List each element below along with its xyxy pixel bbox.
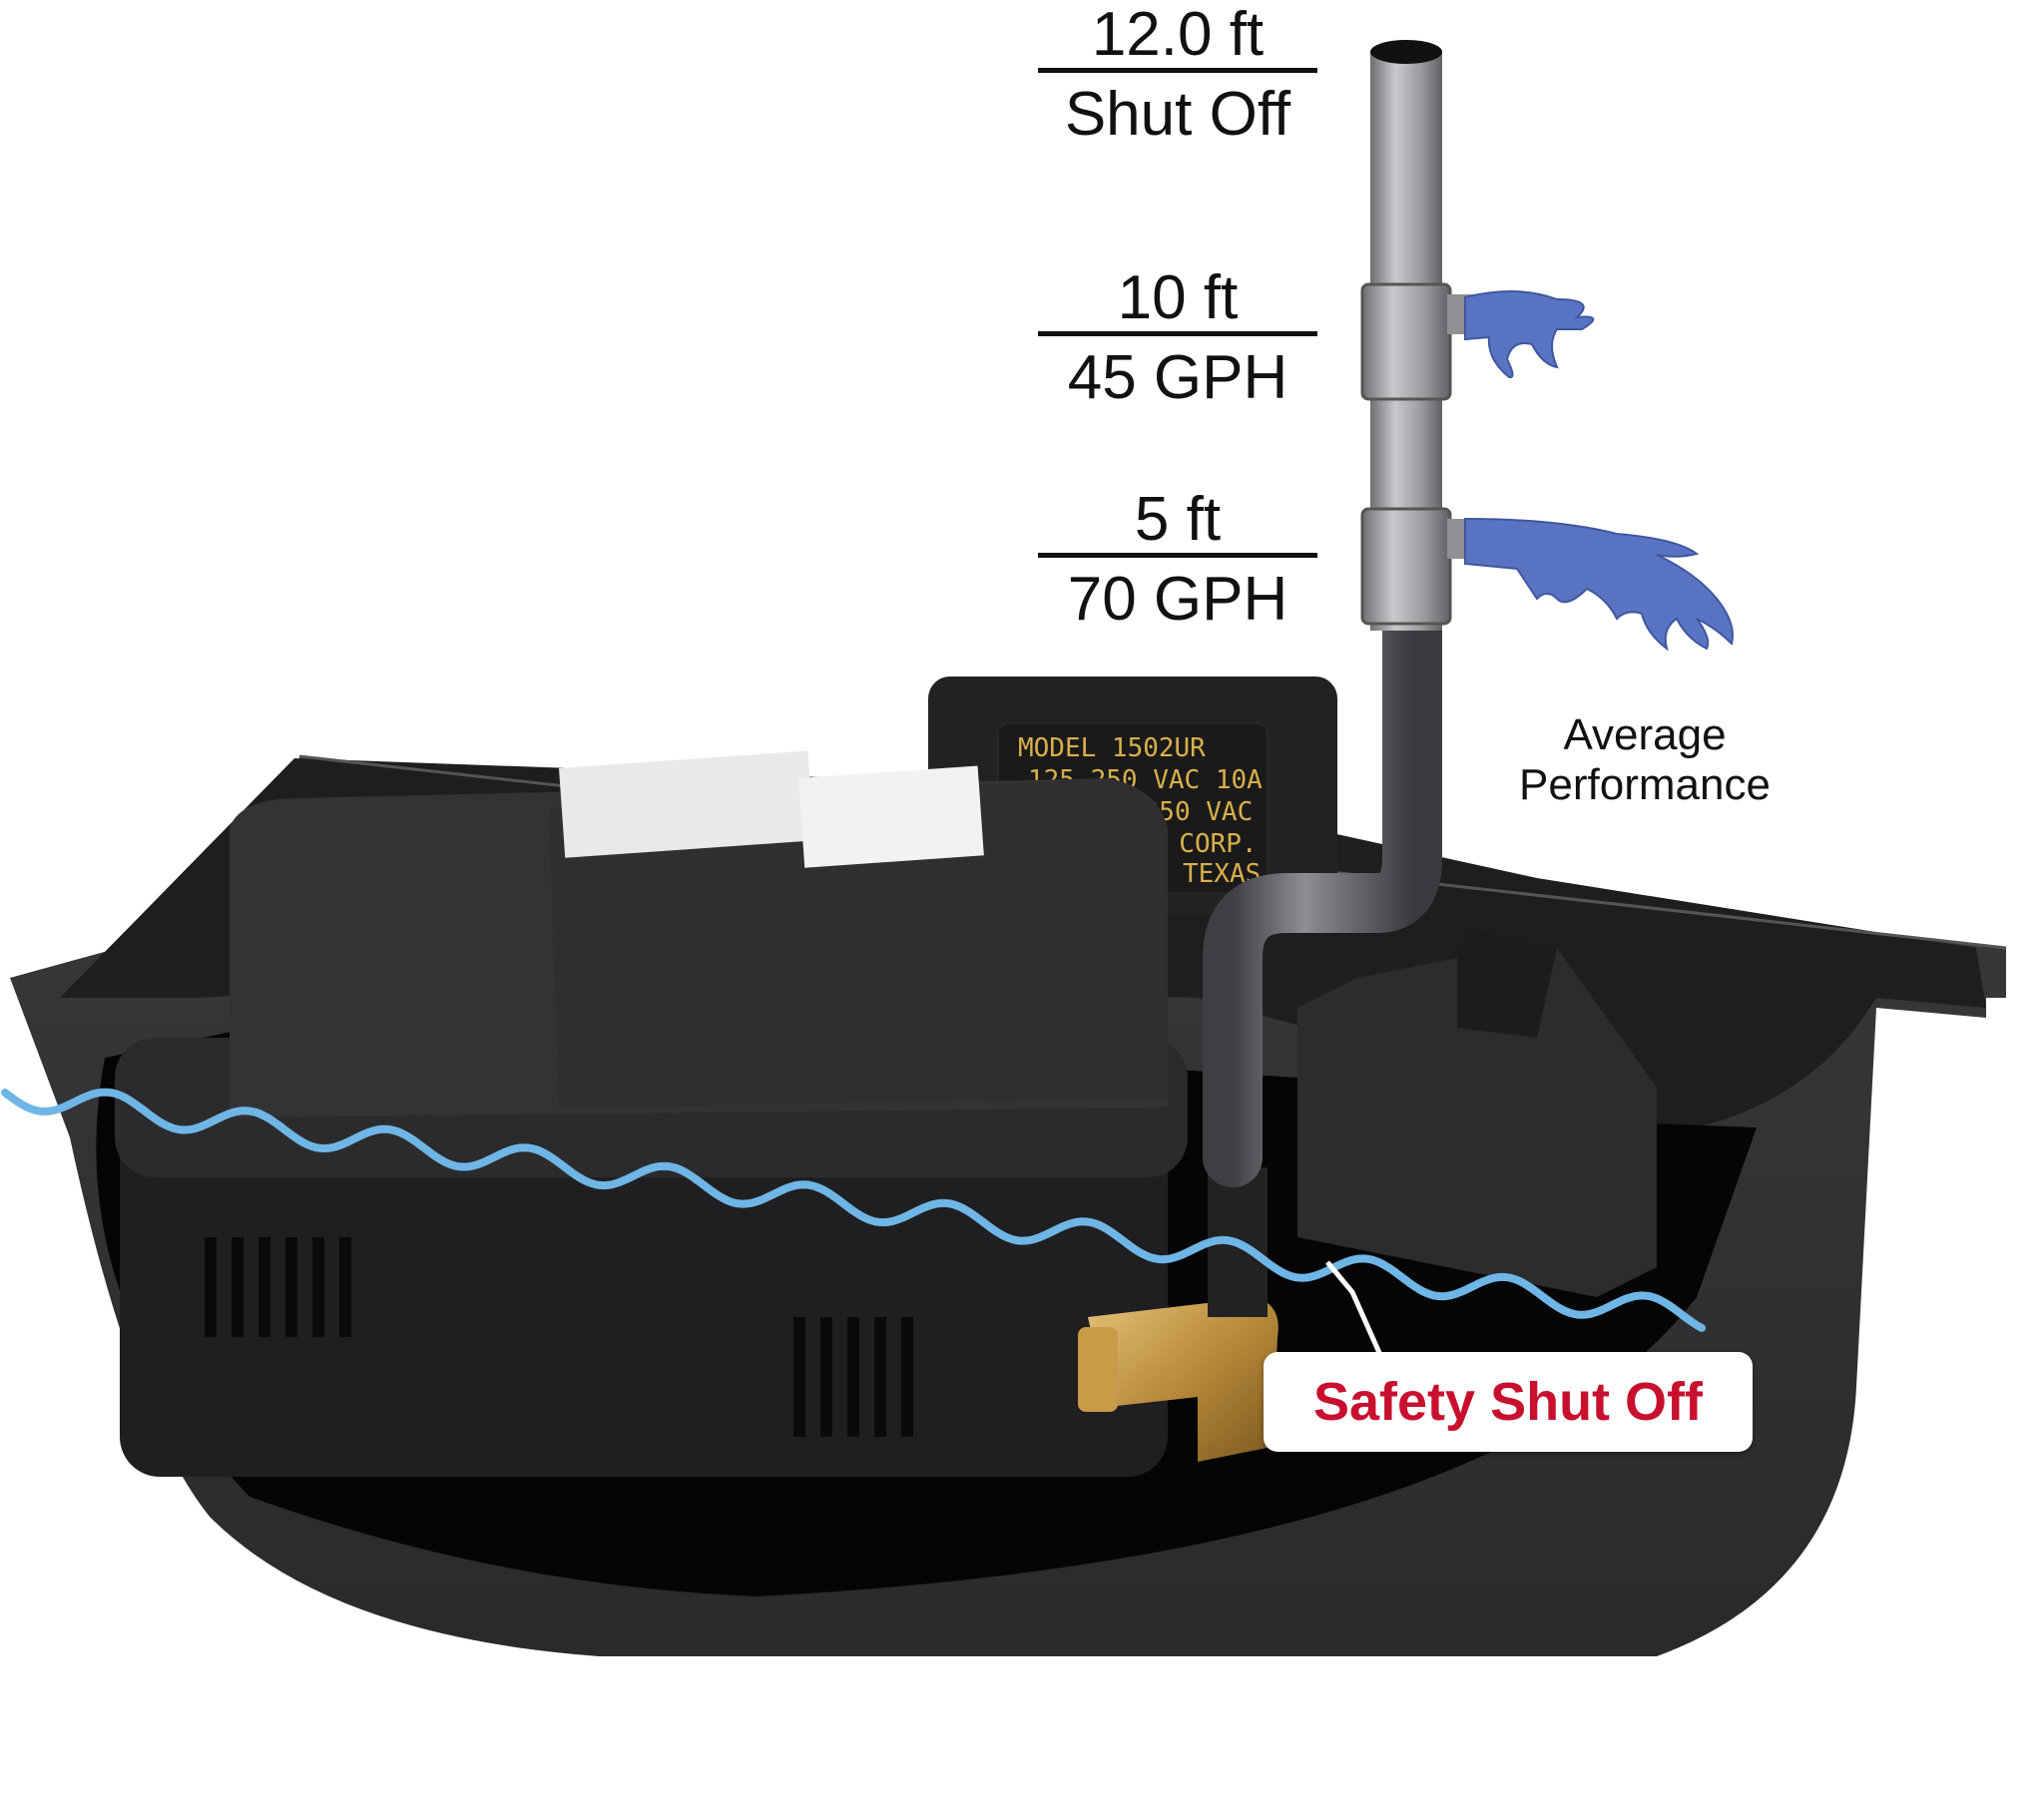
rule-10ft — [1038, 331, 1317, 336]
rule-12ft — [1038, 68, 1317, 73]
label-70gph: 70 GPH — [1067, 565, 1288, 634]
water-flow-5ft — [1464, 517, 1734, 652]
vent-slots-left — [205, 1237, 351, 1337]
discharge-tube — [1203, 569, 1442, 1187]
water-level-wave — [1, 1088, 1706, 1332]
label-45gph: 45 GPH — [1067, 343, 1288, 412]
pump-housing — [115, 750, 1188, 1477]
performance-line-2: Performance — [1519, 760, 1771, 809]
rule-5ft — [1038, 553, 1317, 558]
performance-line-1: Average — [1563, 710, 1727, 759]
plate-line-1: MODEL 1502UR — [1018, 733, 1206, 763]
float-switch — [1297, 928, 1657, 1297]
average-performance-label: Average Performance — [1475, 710, 1814, 810]
label-12ft: 12.0 ft — [1091, 0, 1265, 69]
label-10ft: 10 ft — [1117, 263, 1239, 332]
safety-shutoff-label: Safety Shut Off — [1264, 1352, 1753, 1452]
label-5ft: 5 ft — [1134, 485, 1222, 554]
water-flow-10ft — [1464, 290, 1595, 379]
vertical-pipe — [1360, 40, 1482, 631]
vent-slots-right — [793, 1317, 913, 1437]
label-shutoff: Shut Off — [1064, 80, 1291, 149]
